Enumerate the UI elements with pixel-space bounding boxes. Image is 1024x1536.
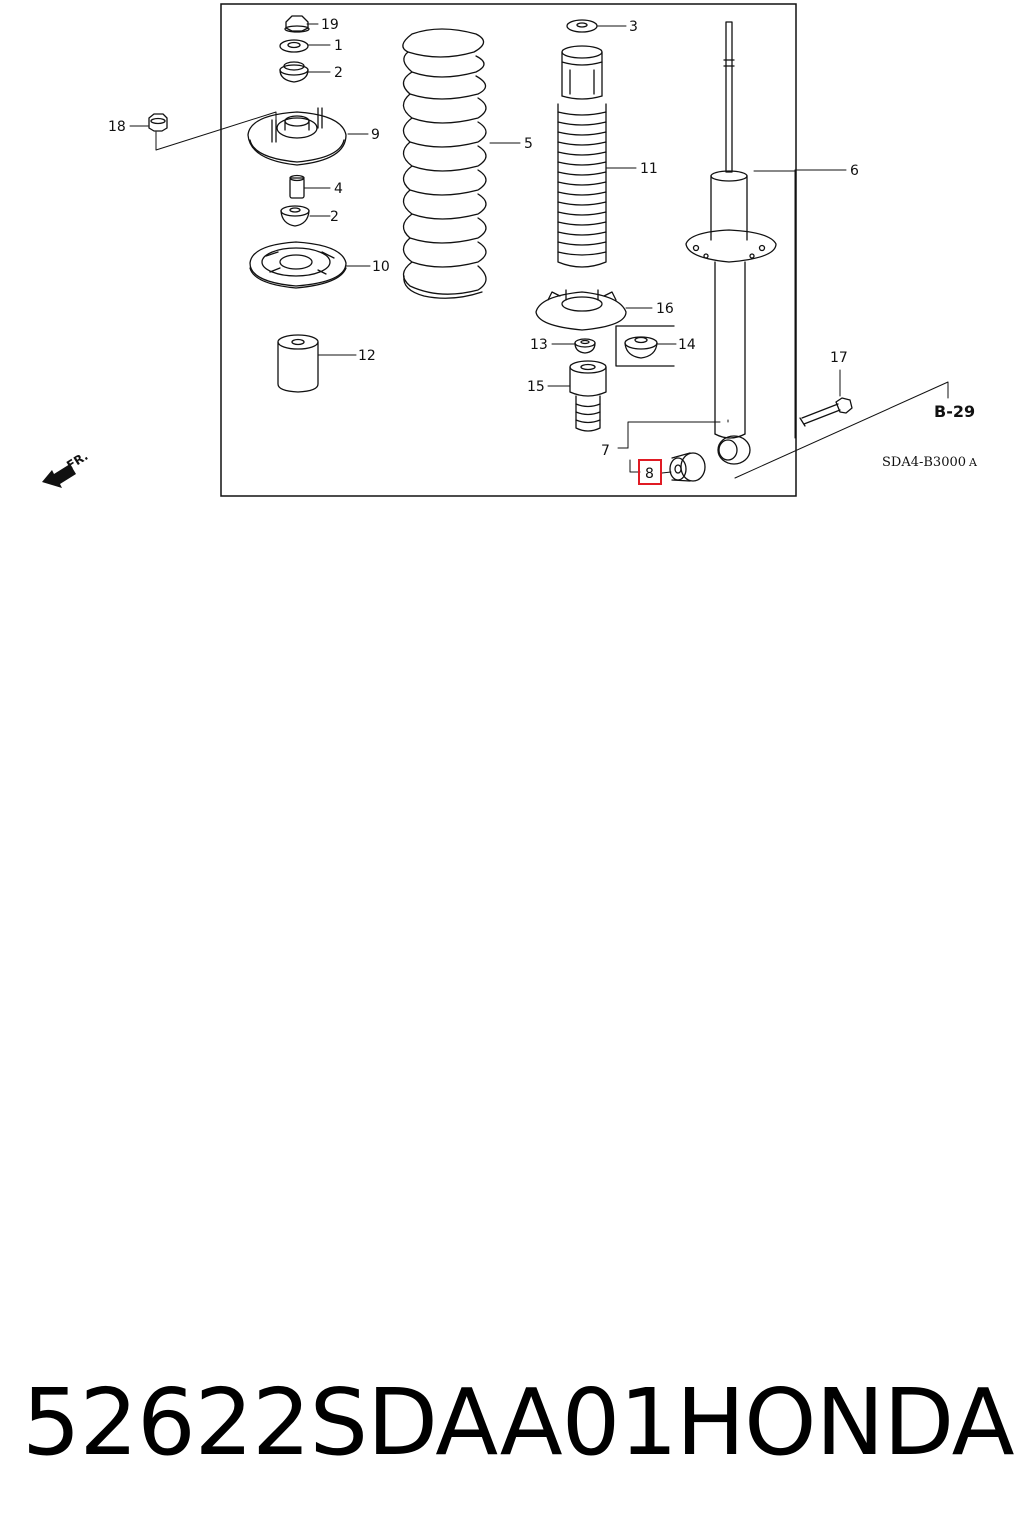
dust-boot-part <box>557 45 607 268</box>
callout-10: 10 <box>372 259 390 275</box>
dust-cover-washer-part <box>566 19 598 33</box>
callout-19: 19 <box>321 17 339 33</box>
spring-seat-plate-part <box>249 241 347 289</box>
callout-2-lower: 2 <box>330 209 339 225</box>
drawing-code-suffix: A <box>968 456 978 469</box>
callout-17: 17 <box>830 350 848 366</box>
washer-part <box>279 39 309 53</box>
rubber-cylinder-part <box>277 334 319 393</box>
callout-16: 16 <box>656 301 674 317</box>
callout-12: 12 <box>358 348 376 364</box>
callout-2-upper: 2 <box>334 65 343 81</box>
shock-absorber-part <box>685 21 777 465</box>
lower-bushing-part <box>280 205 310 227</box>
brand-name: HONDA <box>676 1369 1015 1476</box>
callout-13: 13 <box>530 337 548 353</box>
callout-9: 9 <box>371 127 380 143</box>
part-caption: 52622SDAA01 HONDA <box>0 1368 1024 1478</box>
callout-18: 18 <box>108 119 126 135</box>
callout-7: 7 <box>601 443 610 459</box>
front-arrow-icon: FR. <box>42 449 90 488</box>
callout-4: 4 <box>334 181 343 197</box>
stopper-cap-part <box>574 338 596 354</box>
collar-part <box>289 174 305 199</box>
leader-lines <box>129 23 949 479</box>
spring-seat-part <box>535 289 627 331</box>
callout-5: 5 <box>524 136 533 152</box>
callout-3: 3 <box>629 19 638 35</box>
mounting-bolt-part <box>799 397 853 427</box>
callout-15: 15 <box>527 379 545 395</box>
callout-11: 11 <box>640 161 658 177</box>
callout-14: 14 <box>678 337 696 353</box>
nut-part <box>148 113 168 132</box>
highlight-box <box>638 459 662 485</box>
mount-bushing-part <box>615 325 675 367</box>
drawing-code-main: SDA4-B3000 <box>882 455 966 470</box>
coil-spring-part <box>402 28 487 299</box>
bump-stop-part <box>569 360 607 432</box>
lower-shock-bushing-part <box>669 452 706 482</box>
callout-8: 8 <box>645 466 654 482</box>
page-reference: B-29 <box>934 402 975 421</box>
callout-6: 6 <box>850 163 859 179</box>
part-number: 52622SDAA01 <box>22 1369 678 1476</box>
callout-1: 1 <box>334 38 343 54</box>
flange-nut-part <box>284 15 310 33</box>
parts-diagram: FR. 19 1 2 9 4 2 10 12 18 5 3 11 6 16 13… <box>42 3 978 497</box>
upper-bushing-part <box>279 61 309 83</box>
diagram-frame <box>220 3 797 497</box>
